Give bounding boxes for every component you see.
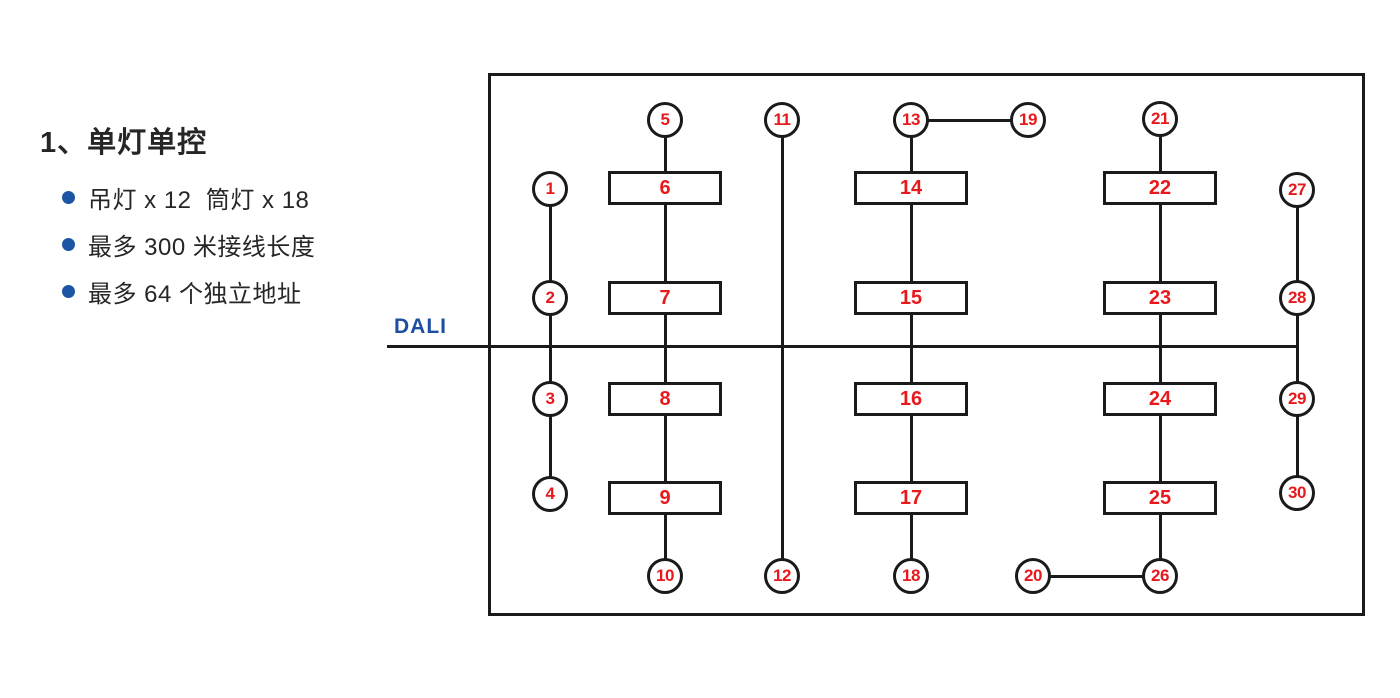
lamp-rect-16: 16	[854, 382, 968, 416]
lamp-number: 30	[1288, 483, 1306, 502]
connector-line	[1295, 190, 1299, 298]
lamp-circle-28: 28	[1279, 280, 1315, 316]
connector-line	[548, 189, 552, 298]
bullet-text-lamp-counts: 吊灯 x 12 筒灯 x 18	[88, 186, 310, 214]
lamp-circle-11: 11	[764, 102, 800, 138]
lamp-number: 11	[773, 110, 791, 129]
lamp-number: 14	[899, 176, 923, 199]
lamp-number: 12	[773, 566, 791, 585]
dali-bus-label: DALI	[394, 315, 447, 338]
bullet-dot-icon	[62, 190, 75, 204]
lamp-rect-22: 22	[1103, 171, 1217, 205]
connector-line	[663, 298, 667, 399]
connector-line	[911, 118, 1028, 122]
lamp-number: 21	[1151, 109, 1169, 128]
lamp-circle-2: 2	[532, 280, 568, 316]
bullet-dot-icon	[62, 284, 75, 298]
connector-line	[1158, 188, 1162, 298]
lamp-circle-3: 3	[532, 381, 568, 417]
lamp-rect-7: 7	[608, 281, 722, 315]
lamp-number: 9	[659, 486, 671, 509]
bullet-item-max-length: 最多 300 米接线长度	[62, 229, 316, 261]
lamp-circle-30: 30	[1279, 475, 1315, 511]
connector-line	[909, 298, 913, 399]
connector-line	[663, 399, 667, 498]
connector-line	[1158, 298, 1162, 399]
lamp-number: 1	[545, 179, 555, 198]
connector-line	[663, 498, 667, 576]
lamp-circle-1: 1	[532, 171, 568, 207]
bullet-dot-icon	[62, 237, 75, 251]
connector-line	[1158, 119, 1162, 188]
lamp-rect-8: 8	[608, 382, 722, 416]
lamp-number: 3	[545, 389, 555, 408]
connector-line	[663, 188, 667, 298]
connector-line	[909, 498, 913, 576]
lamp-number: 17	[899, 486, 923, 509]
lamp-circle-26: 26	[1142, 558, 1178, 594]
lamp-rect-9: 9	[608, 481, 722, 515]
lamp-circle-19: 19	[1010, 102, 1046, 138]
section-heading: 1、单灯单控	[40, 127, 208, 159]
connector-line	[663, 120, 667, 188]
lamp-circle-20: 20	[1015, 558, 1051, 594]
lamp-number: 7	[659, 286, 671, 309]
connector-line	[548, 399, 552, 494]
bullet-text-max-length: 最多 300 米接线长度	[88, 233, 316, 261]
lamp-number: 6	[659, 176, 671, 199]
lamp-number: 15	[899, 286, 923, 309]
lamp-number: 26	[1151, 566, 1169, 585]
bullet-text-max-addresses: 最多 64 个独立地址	[88, 280, 302, 308]
bullet-item-max-addresses: 最多 64 个独立地址	[62, 276, 302, 308]
connector-line	[1158, 399, 1162, 498]
lamp-rect-25: 25	[1103, 481, 1217, 515]
lamp-number: 20	[1024, 566, 1042, 585]
lamp-rect-23: 23	[1103, 281, 1217, 315]
lamp-circle-12: 12	[764, 558, 800, 594]
lamp-circle-21: 21	[1142, 101, 1178, 137]
dali-bus-line	[387, 344, 1297, 348]
lamp-number: 18	[902, 566, 920, 585]
connector-line	[780, 120, 784, 576]
lamp-rect-15: 15	[854, 281, 968, 315]
bullet-item-lamp-counts: 吊灯 x 12 筒灯 x 18	[62, 182, 310, 214]
connector-line	[1295, 399, 1299, 493]
lamp-number: 2	[545, 288, 555, 307]
lamp-number: 4	[545, 484, 555, 503]
lamp-number: 19	[1019, 110, 1037, 129]
connector-line	[1158, 498, 1162, 576]
lamp-number: 16	[899, 387, 923, 410]
lamp-number: 5	[660, 110, 670, 129]
lamp-rect-24: 24	[1103, 382, 1217, 416]
lamp-circle-13: 13	[893, 102, 929, 138]
lamp-number: 29	[1288, 389, 1306, 408]
lamp-circle-4: 4	[532, 476, 568, 512]
lamp-rect-6: 6	[608, 171, 722, 205]
connector-line	[548, 298, 552, 399]
lamp-number: 28	[1288, 288, 1306, 307]
lamp-circle-27: 27	[1279, 172, 1315, 208]
lamp-number: 22	[1148, 176, 1172, 199]
lamp-number: 23	[1148, 286, 1172, 309]
connector-line	[1033, 574, 1160, 578]
connector-line	[909, 120, 913, 188]
lamp-number: 10	[656, 566, 674, 585]
lamp-number: 24	[1148, 387, 1172, 410]
lamp-rect-17: 17	[854, 481, 968, 515]
lamp-circle-10: 10	[647, 558, 683, 594]
connector-line	[1295, 298, 1299, 399]
lamp-rect-14: 14	[854, 171, 968, 205]
connector-line	[909, 188, 913, 298]
lamp-number: 27	[1288, 180, 1306, 199]
lamp-number: 13	[902, 110, 920, 129]
lamp-number: 8	[659, 387, 671, 410]
lamp-circle-5: 5	[647, 102, 683, 138]
lamp-number: 25	[1148, 486, 1172, 509]
lamp-circle-18: 18	[893, 558, 929, 594]
connector-line	[909, 399, 913, 498]
lamp-circle-29: 29	[1279, 381, 1315, 417]
